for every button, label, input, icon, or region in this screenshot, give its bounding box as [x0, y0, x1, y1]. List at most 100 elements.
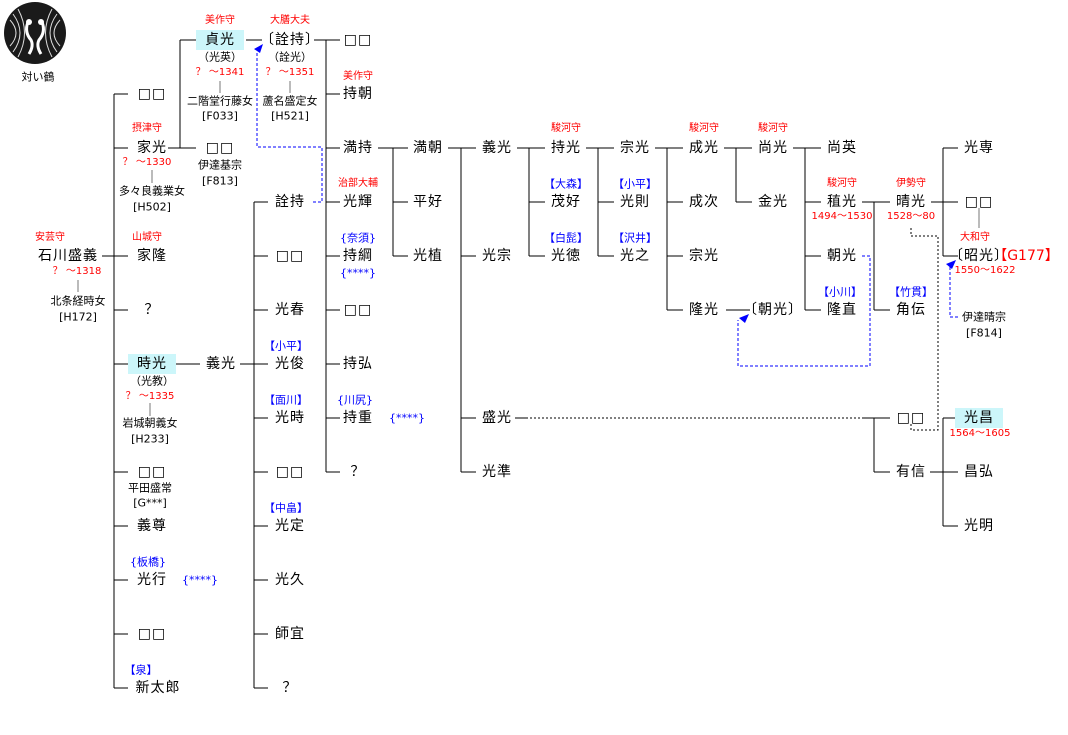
- spouse: 岩城朝義女: [122, 416, 178, 430]
- branch-code: {****}: [340, 266, 376, 280]
- person: 光徳: [551, 248, 581, 264]
- person: 光之: [620, 248, 650, 264]
- person: □□: [137, 626, 167, 642]
- person-highlighted: 時光: [128, 354, 176, 374]
- person-highlighted: 貞光: [196, 30, 244, 50]
- title: 美作守: [343, 71, 373, 82]
- person: 茂好: [551, 194, 581, 210]
- person: 盛光: [482, 410, 512, 426]
- adoption-links: [256, 52, 958, 367]
- ref-code: [H172]: [59, 310, 97, 324]
- person: 光植: [413, 248, 443, 264]
- person: 光明: [964, 518, 994, 534]
- person: 光久: [275, 572, 305, 588]
- spouse: 多々良義業女: [119, 184, 185, 198]
- lineage-lines: [102, 39, 958, 689]
- spouse: 二階堂行藤女: [187, 94, 253, 108]
- ref-code: 【G177】: [993, 248, 1059, 264]
- dates: 1564～1605: [949, 428, 1011, 439]
- branch: 【小平】: [264, 339, 308, 353]
- ref-code: [G***]: [133, 496, 167, 510]
- title: 駿河守: [551, 123, 581, 134]
- title: 大和守: [960, 232, 990, 243]
- branch: 【中畠】: [264, 501, 308, 515]
- title: 安芸守: [35, 232, 65, 243]
- title: 大膳大夫: [270, 15, 310, 26]
- person: ？: [144, 302, 160, 318]
- person: 義光: [206, 356, 236, 372]
- dates: ？ ～1318: [52, 266, 102, 277]
- branch: 【小川】: [818, 285, 862, 299]
- person: □□: [137, 464, 167, 480]
- spouse: 伊達基宗: [198, 158, 242, 172]
- branch: 【白髭】: [544, 231, 588, 245]
- person: □□: [275, 248, 305, 264]
- person: 義光: [482, 140, 512, 156]
- person: 新太郎: [135, 680, 181, 696]
- person-root: 石川盛義: [38, 248, 98, 264]
- person: 持朝: [343, 86, 373, 102]
- person: 朝光: [827, 248, 857, 264]
- title: 摂津守: [132, 123, 162, 134]
- person: 詮持: [275, 194, 305, 210]
- person: 昌弘: [964, 464, 994, 480]
- title: 山城守: [132, 232, 162, 243]
- person: 光則: [620, 194, 650, 210]
- spouse: 平田盛常: [128, 481, 172, 495]
- branch: 【竹貫】: [889, 285, 933, 299]
- person: □□: [275, 464, 305, 480]
- person: 晴光: [896, 194, 926, 210]
- dates: 1528～80: [886, 211, 936, 222]
- person: 持綱: [343, 248, 373, 264]
- ref-code: [F813]: [202, 174, 238, 188]
- branch: 【小平】: [613, 177, 657, 191]
- person: □□: [137, 86, 167, 102]
- dates: ？ ～1330: [122, 157, 172, 168]
- branch: 【沢井】: [613, 231, 657, 245]
- person: □□: [205, 140, 235, 156]
- person-adopted: 〔朝光〕: [743, 302, 803, 318]
- person: 持弘: [343, 356, 373, 372]
- alias: （詮光）: [268, 50, 312, 64]
- dates: ？ ～1335: [125, 391, 175, 402]
- person: 隆光: [689, 302, 719, 318]
- person: 持光: [551, 140, 581, 156]
- ref-code: [H521]: [271, 109, 309, 123]
- ref-code: [H502]: [133, 200, 171, 214]
- person: 光準: [482, 464, 512, 480]
- person: 隆直: [827, 302, 857, 318]
- title: 駿河守: [758, 123, 788, 134]
- person-adopted: 〔詮持〕: [260, 32, 320, 48]
- spouse: 北条経時女: [50, 294, 106, 308]
- person: 師宜: [275, 626, 305, 642]
- person: 光春: [275, 302, 305, 318]
- title: 駿河守: [827, 178, 857, 189]
- arrow-icons: [254, 44, 956, 323]
- person: 尚英: [827, 140, 857, 156]
- person-highlighted: 光昌: [955, 408, 1003, 428]
- title: 駿河守: [689, 123, 719, 134]
- dates: ？ ～1341: [195, 67, 245, 78]
- person-adopted: 〔昭光〕: [949, 248, 1009, 264]
- person: 満朝: [413, 140, 443, 156]
- person: 角伝: [896, 302, 926, 318]
- person: 家隆: [137, 248, 167, 264]
- dates: 1550～1622: [954, 265, 1016, 276]
- branch: 【面川】: [264, 393, 308, 407]
- person: 成光: [689, 140, 719, 156]
- title: 美作守: [205, 15, 235, 26]
- branch: 【大森】: [544, 177, 588, 191]
- ref-code: [F814]: [966, 326, 1002, 340]
- branch: {川尻}: [337, 393, 373, 407]
- person: 光定: [275, 518, 305, 534]
- ref-code: [H233]: [131, 432, 169, 446]
- dates: ？ ～1351: [265, 67, 315, 78]
- branch-code: {****}: [389, 411, 425, 425]
- person: 宗光: [689, 248, 719, 264]
- person: 平好: [413, 194, 443, 210]
- person: 光俊: [275, 356, 305, 372]
- dashed-link-harumitsu: [910, 228, 939, 431]
- person: 光行: [137, 572, 167, 588]
- title: 伊勢守: [896, 178, 926, 189]
